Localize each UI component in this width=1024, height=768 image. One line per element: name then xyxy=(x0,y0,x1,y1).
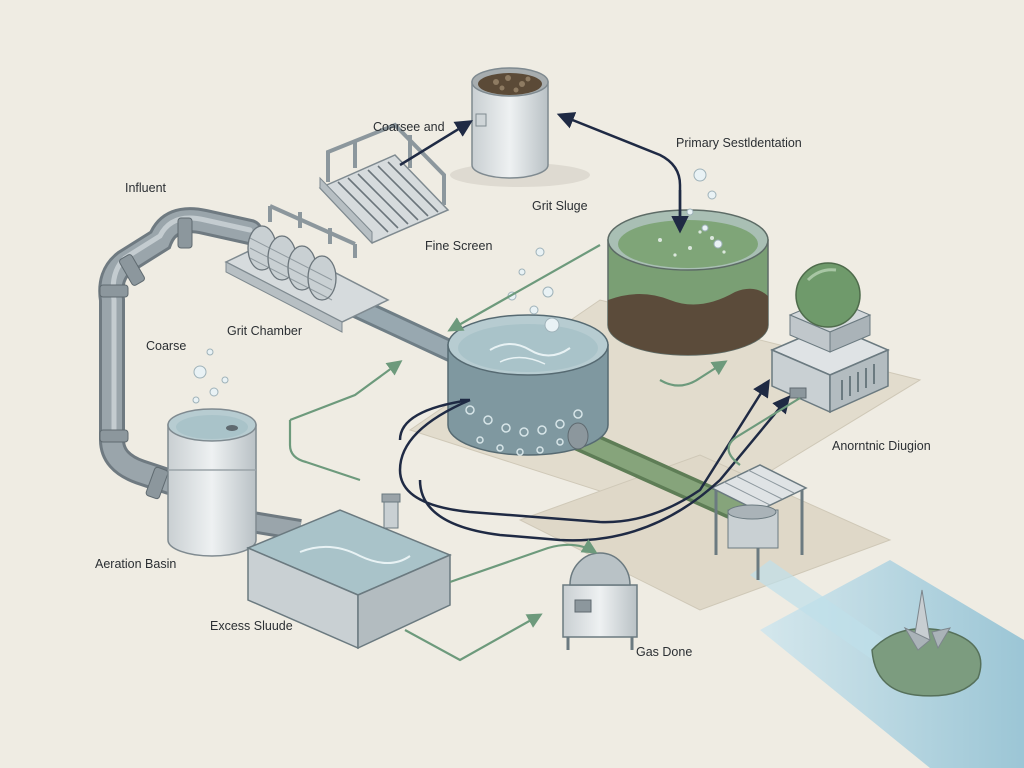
flow-arrows-dark xyxy=(398,112,791,542)
label-fine-screen: Fine Screen xyxy=(425,239,492,253)
label-aeration-basin: Aeration Basin xyxy=(95,557,176,571)
label-coarse-and: Coarsee and xyxy=(373,120,445,134)
grit-bin xyxy=(450,67,590,187)
label-primary-sedimentation: Primary Sestldentation xyxy=(676,136,802,150)
label-coarse: Coarse xyxy=(146,339,186,353)
primary-sedimentation-tank xyxy=(607,209,769,356)
grit-chamber xyxy=(224,204,390,333)
label-grit-sludge: Grit Sluge xyxy=(532,199,588,213)
label-gas-dome: Gas Done xyxy=(636,645,692,659)
label-influent: Influent xyxy=(125,181,167,195)
anaerobic-digester xyxy=(770,262,890,414)
outfall-diffuser xyxy=(871,589,982,697)
label-anaerobic-digestion: Anorntnic Diugion xyxy=(832,439,931,453)
fine-screen-rack xyxy=(318,122,450,245)
pipe-to-effluent xyxy=(558,423,772,532)
labels: Influent Coarsee and Primary Sestldentat… xyxy=(95,120,931,659)
coarse-tank xyxy=(167,408,257,557)
clarifier-tank xyxy=(447,314,609,456)
pipe-flanges xyxy=(99,217,193,500)
label-excess-sludge: Excess Sluude xyxy=(210,619,293,633)
excess-sludge-basin xyxy=(246,493,452,650)
gas-dome xyxy=(562,552,638,650)
label-grit-chamber: Grit Chamber xyxy=(227,324,302,338)
effluent-pavilion xyxy=(710,464,808,580)
effluent-beam xyxy=(750,560,900,665)
flow-arrows-green xyxy=(288,244,801,662)
